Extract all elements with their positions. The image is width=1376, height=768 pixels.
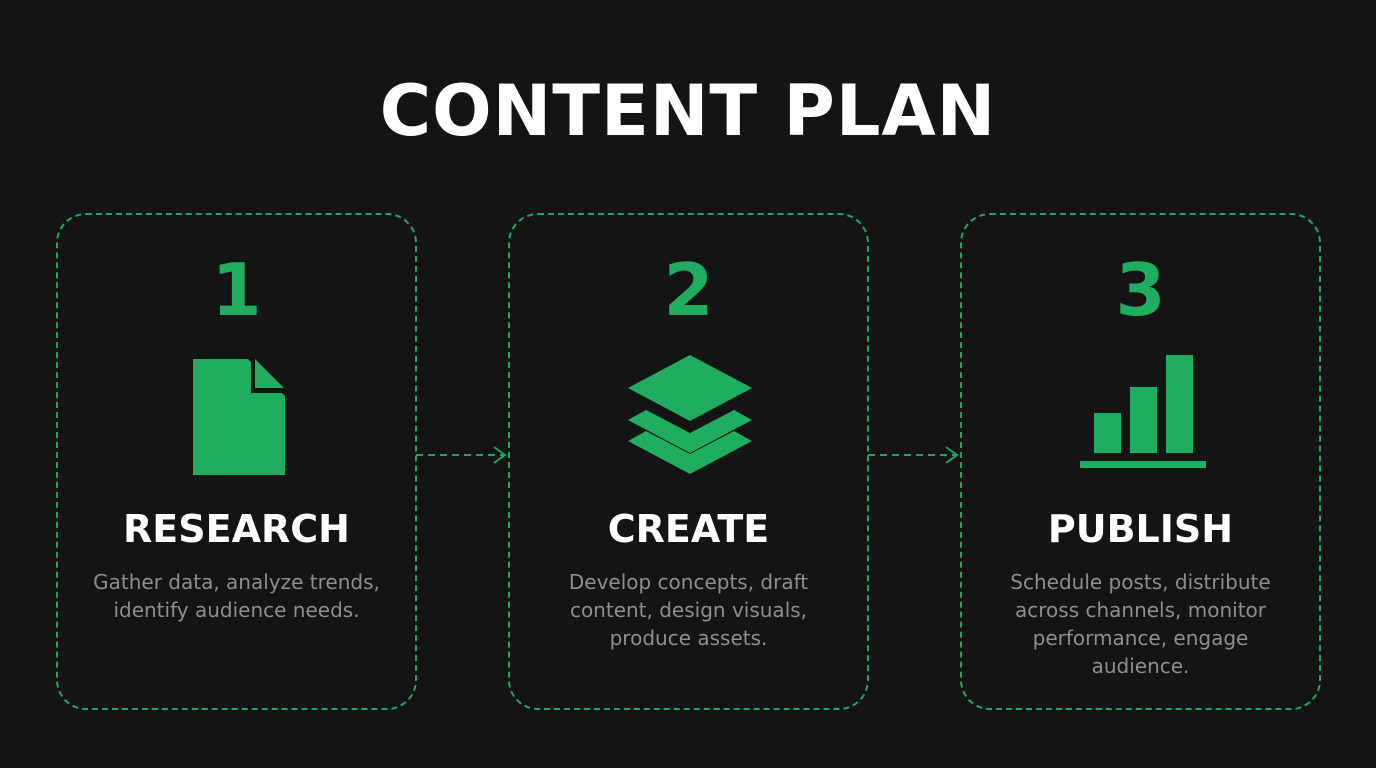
layers-icon [590,351,790,475]
step-description: Develop concepts, draft content, design … [568,570,809,650]
document-icon [138,351,338,475]
flow-arrow-icon [416,444,508,466]
bar-chart-icon [1042,351,1242,475]
flow-arrow-icon [868,444,960,466]
step-number: 2 [663,248,714,332]
step-title: PUBLISH [1047,507,1234,551]
step-number: 1 [211,248,262,332]
page-title: CONTENT PLAN [379,70,997,152]
step-title: CREATE [607,507,770,551]
step-card-publish: 3 PUBLISH Schedule posts, distribute acr… [960,213,1321,710]
step-card-create: 2 CREATE Develop concepts, draft content… [508,213,869,710]
step-description: Gather data, analyze trends, identify au… [93,570,380,622]
step-number: 3 [1115,248,1166,332]
step-title: RESEARCH [123,507,350,551]
step-card-research: 1 RESEARCH Gather data, analyze trends, … [56,213,417,710]
step-description: Schedule posts, distribute across channe… [1010,570,1271,678]
